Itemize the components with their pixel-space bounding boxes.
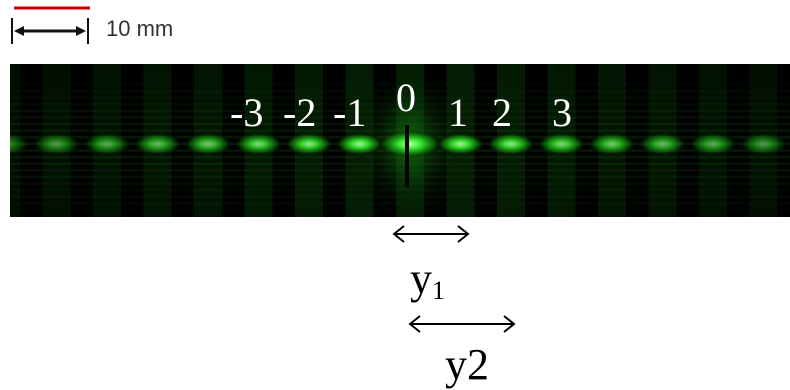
fringe-spot <box>32 133 81 155</box>
order-label: 3 <box>552 90 572 135</box>
y2-double-arrow <box>408 315 516 333</box>
order-label: -3 <box>230 90 264 135</box>
y1-double-arrow <box>392 225 470 243</box>
fringe-spot <box>234 133 283 155</box>
y2-label: y2 <box>445 340 489 389</box>
scale-bar <box>11 6 90 44</box>
order-label: -2 <box>283 90 317 135</box>
order-label: 0 <box>396 75 416 120</box>
order-label: -1 <box>333 90 367 135</box>
fringe-spot <box>378 130 442 158</box>
fringe-spot <box>739 133 788 155</box>
fringe-spot <box>588 133 636 155</box>
fringe-spot <box>83 133 131 155</box>
fringe-spot <box>335 133 384 155</box>
order-label: 2 <box>492 90 512 135</box>
fringe-spot <box>537 133 586 155</box>
fringe-spot <box>436 133 485 155</box>
fringe-spot <box>638 133 687 155</box>
fringe-spot <box>10 133 30 155</box>
order-label: 1 <box>448 90 468 135</box>
y1-label: y1 <box>410 254 445 305</box>
scale-label: 10 mm <box>106 16 174 41</box>
center-marker-line <box>405 125 409 187</box>
diffraction-pattern <box>10 64 790 217</box>
fringe-spot <box>487 133 535 155</box>
fringe-spot <box>689 133 737 155</box>
fringe-spot <box>133 133 182 155</box>
fringe-spot <box>184 133 232 155</box>
fringe-spot <box>285 133 333 155</box>
